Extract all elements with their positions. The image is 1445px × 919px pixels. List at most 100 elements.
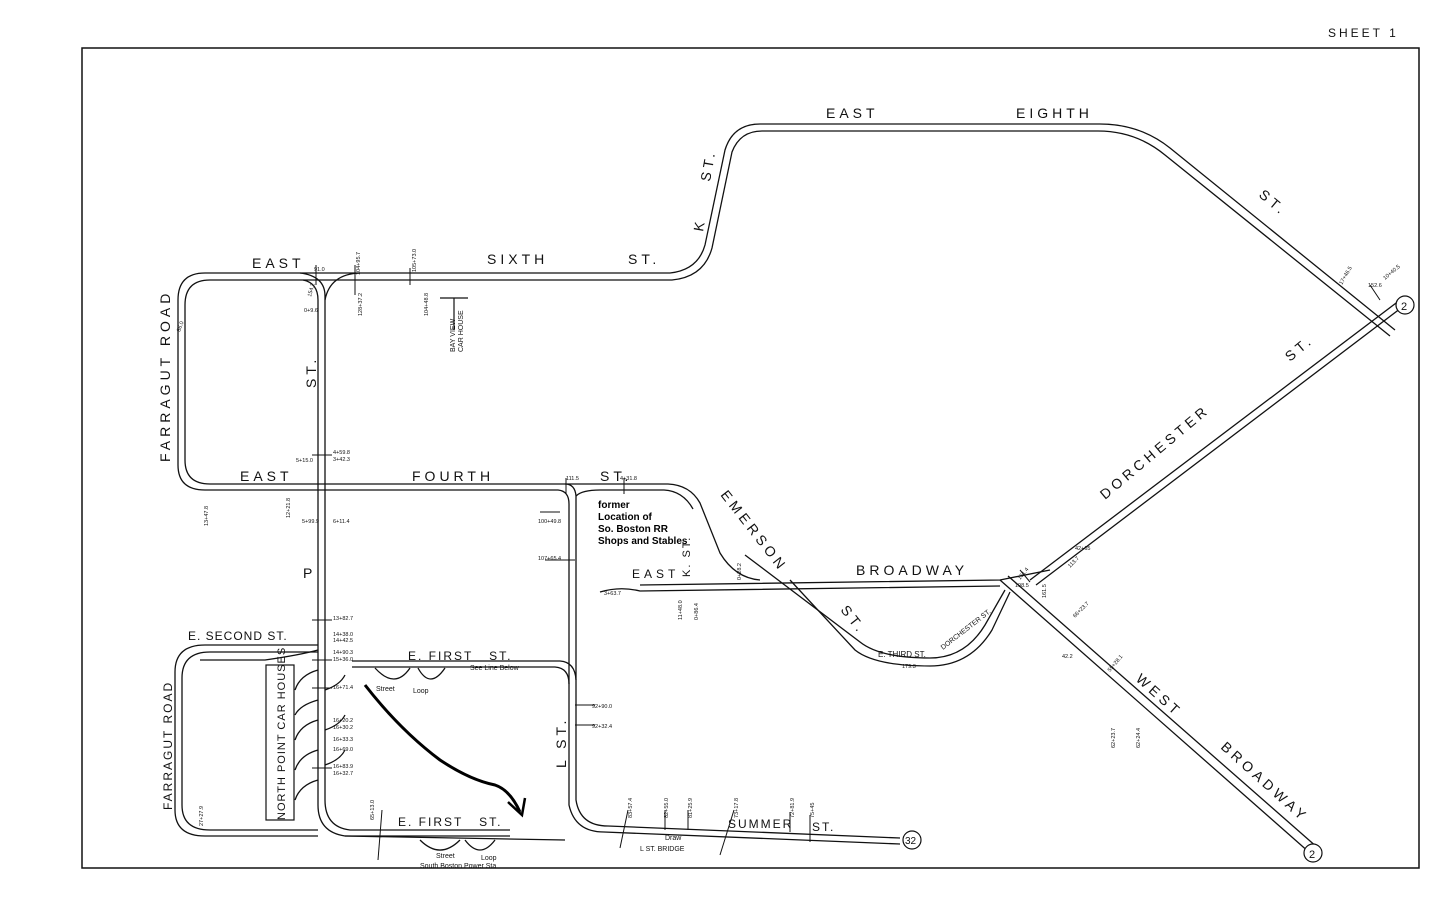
label-summer-st: ST. — [812, 820, 835, 834]
label-east-fourth-fourth: FOURTH — [412, 468, 494, 484]
north-point-car-house-block — [265, 664, 295, 821]
station-label: 16+69.0 — [333, 747, 353, 753]
label-e-second-st: E. SECOND ST. — [188, 629, 288, 643]
hand-drawn-arrow — [363, 684, 522, 813]
station-label: 113.7 — [1067, 556, 1081, 570]
track-broadway-a — [639, 569, 1051, 586]
track-emerson-a — [744, 554, 1006, 659]
station-label: 12+21.8 — [286, 498, 292, 518]
station-markers: 91.0 104+95.7 105+73.0 104+48.8 128+37.2… — [176, 249, 1402, 861]
station-label: 13+47.8 — [204, 506, 210, 526]
station-label: 100+49.8 — [538, 519, 561, 525]
station-label: 17+46.5 — [1339, 266, 1354, 286]
street-loop-upper — [374, 667, 446, 680]
annotation-line-2: Location of — [598, 512, 653, 523]
label-west-broadway: BROADWAY — [1218, 738, 1312, 825]
label-see-line-below: See Line Below — [470, 665, 520, 672]
station-label: 16+32.7 — [333, 771, 353, 777]
station-label: 82+55.0 — [664, 798, 670, 818]
station-label: 16+20.2 — [333, 718, 353, 724]
station-label: 152.6 — [1368, 283, 1382, 289]
label-e-first-lower: E. FIRST ST. — [398, 815, 502, 829]
label-k-st-lower: K. ST. — [681, 536, 693, 577]
svg-text:2: 2 — [1401, 301, 1407, 313]
track-p-st-b — [299, 272, 510, 831]
label-broadway: BROADWAY — [856, 562, 968, 578]
station-label: 91.0 — [314, 267, 325, 273]
label-dorchester: DORCHESTER — [1097, 401, 1213, 502]
station-label: 161.5 — [1042, 584, 1048, 598]
label-k-st-st: ST. — [697, 148, 718, 183]
track-eighth-sixth-inner — [303, 130, 1391, 337]
station-label: 111.5 — [566, 476, 579, 482]
label-e-first-upper: E. FIRST ST. — [408, 649, 512, 663]
station-label: 16+30.2 — [333, 725, 353, 731]
annotation-line-1: former — [598, 500, 630, 511]
station-label: 154.2 — [307, 283, 316, 298]
label-draw: Draw — [665, 835, 682, 842]
annotation-line-3: So. Boston RR — [598, 524, 669, 535]
station-label: 27+27.9 — [199, 806, 205, 826]
label-street-lower: Street — [436, 853, 455, 860]
label-dorchester-st: ST. — [1282, 331, 1317, 364]
sheet-ref-top-right: 2 — [1395, 295, 1415, 315]
track-broadway-b — [599, 585, 1001, 593]
station-label: 83+57.4 — [628, 798, 634, 818]
label-p-st-st: ST. — [303, 356, 319, 388]
station-label: 11+48.0 — [678, 600, 684, 620]
station-label: 198.5 — [1015, 583, 1029, 589]
label-east-sixth-sixth: SIXTH — [487, 251, 548, 267]
station-label: 75+45 — [810, 803, 816, 818]
station-label: 5+15.0 — [296, 458, 313, 464]
label-loop-upper: Loop — [413, 688, 429, 695]
label-south-boston-power-sta: South Boston Power Sta — [420, 863, 496, 870]
track-fourth-to-emerson — [565, 483, 761, 581]
station-label: 16+83.9 — [333, 764, 353, 770]
station-label: 0+28.2 — [737, 563, 743, 580]
track-farragut-lower-outer — [174, 644, 318, 837]
label-east-sixth-st: ST. — [628, 251, 660, 267]
station-label: 16+33.3 — [333, 737, 353, 743]
station-label: 128+37.2 — [358, 293, 364, 316]
station-label: 10+40.5 — [1382, 264, 1401, 281]
map-border — [81, 47, 1420, 869]
label-west: WEST — [1133, 670, 1186, 720]
svg-text:2: 2 — [1309, 849, 1315, 861]
track-network — [174, 123, 1406, 854]
track-dorchester-a — [1029, 299, 1401, 581]
station-label: 0+9.6 — [304, 308, 318, 314]
label-p-st-p: P — [303, 565, 316, 581]
station-label: 14+42.5 — [333, 638, 353, 644]
station-label: 107+65.4 — [538, 556, 561, 562]
label-eighth-st: ST. — [1256, 186, 1291, 219]
station-label: 4+59.8 — [333, 450, 350, 456]
station-label: 0+86.4 — [694, 603, 700, 620]
station-label: 62+24.4 — [1136, 728, 1142, 748]
track-first-st-lower-ext — [344, 835, 566, 841]
station-label: 4+31.8 — [620, 476, 637, 482]
track-emerson-b — [789, 579, 1011, 667]
label-east-fourth-east: EAST — [240, 468, 293, 484]
track-farragut-upper-inner — [184, 279, 318, 485]
label-east-fourth-st: ST. — [600, 468, 632, 484]
track-fourth-b — [318, 489, 901, 845]
former-shops-annotation: former Location of So. Boston RR Shops a… — [598, 500, 688, 547]
track-first-st-upper-a — [352, 660, 577, 681]
label-east-sixth-east: EAST — [252, 255, 305, 271]
station-label: 92+32.4 — [592, 724, 612, 730]
label-east-eighth-eighth: EIGHTH — [1016, 105, 1093, 121]
station-label: 104+48.8 — [424, 293, 430, 316]
label-loop-lower: Loop — [481, 855, 497, 862]
station-label: 66+23.7 — [1072, 601, 1090, 619]
station-label: 6+11.4 — [333, 519, 350, 525]
label-k-st-k: K — [690, 217, 708, 233]
label-l-st-bridge: L ST. BRIDGE — [640, 846, 685, 853]
station-label: 3+63.7 — [604, 591, 621, 597]
station-label: 16+71.4 — [333, 685, 353, 691]
station-label: 42.2 — [1062, 654, 1073, 660]
label-e-third-st: E. THIRD ST. — [878, 650, 926, 659]
station-label: 92+90.0 — [592, 704, 612, 710]
label-bay-view-2: CAR HOUSE — [458, 310, 465, 352]
car-house-stubs — [200, 649, 346, 801]
